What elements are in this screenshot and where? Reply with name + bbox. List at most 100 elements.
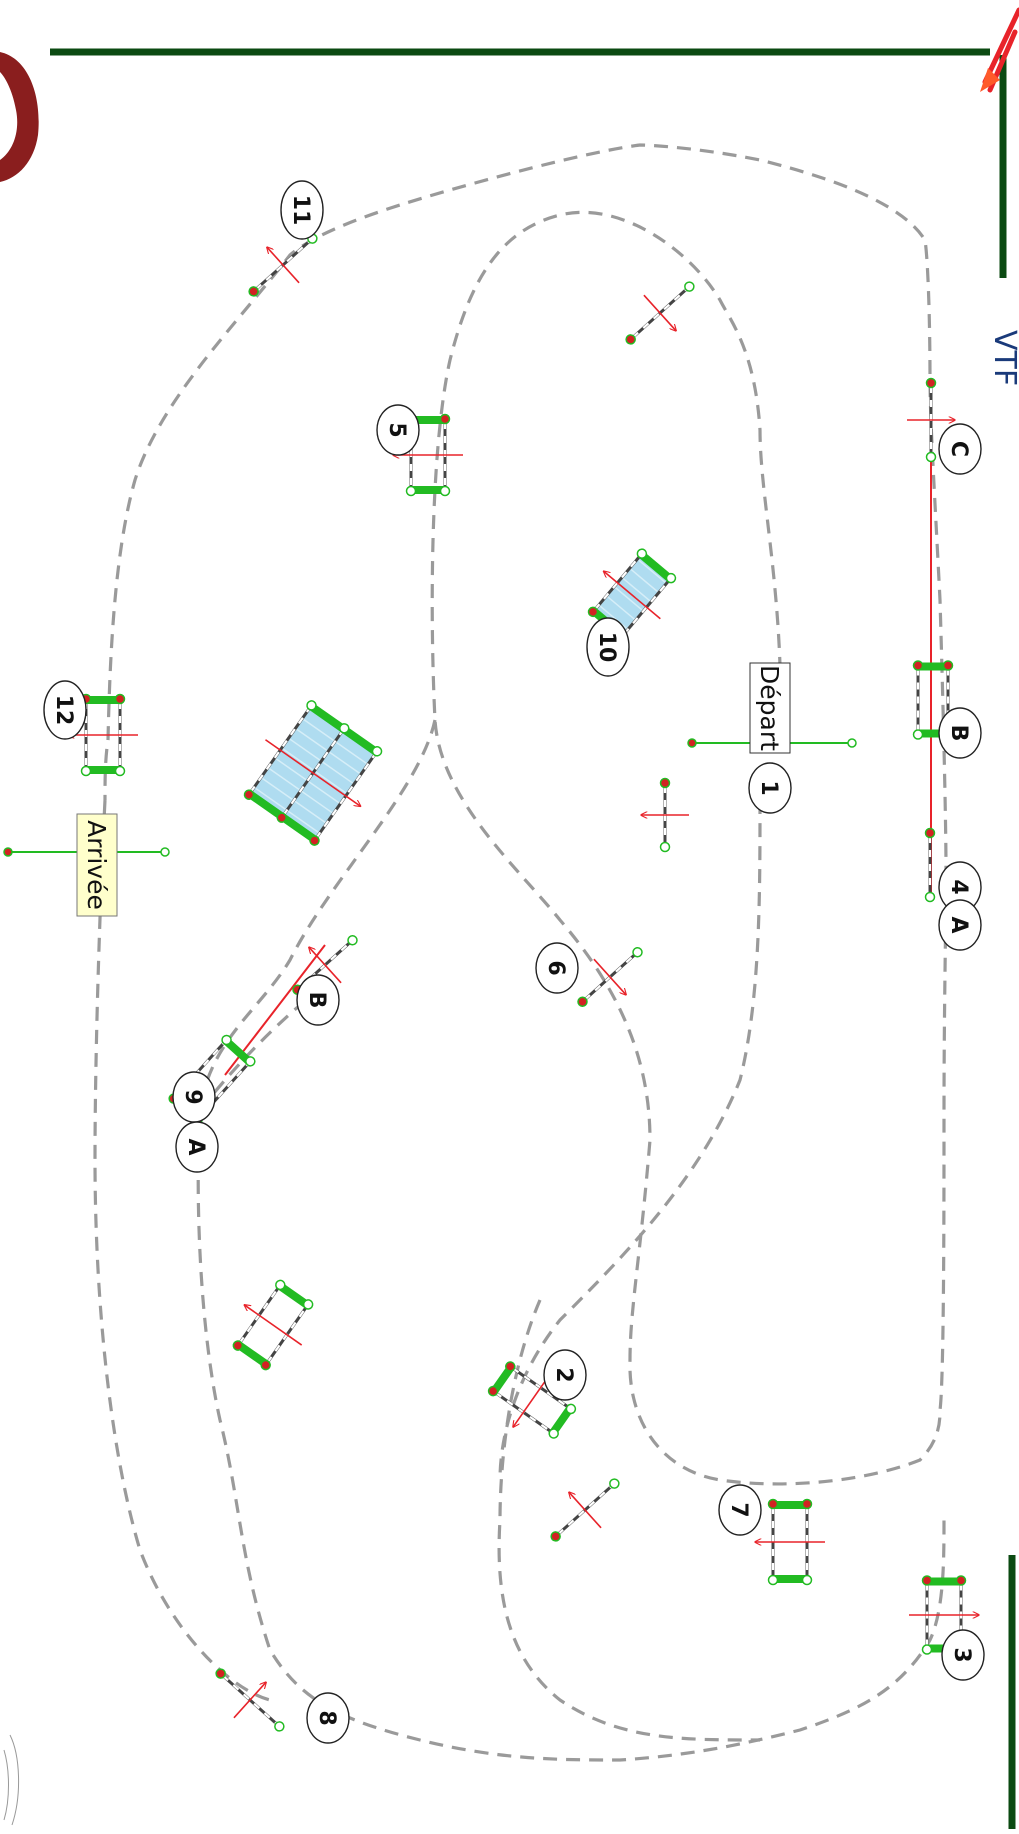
standard-post — [912, 729, 924, 740]
course-track — [93, 143, 948, 1762]
label-text: 8 — [314, 1710, 339, 1725]
direction-arrow — [569, 1492, 602, 1529]
pole-stripe — [315, 753, 377, 839]
label-2: 2 — [543, 1349, 587, 1401]
wing-standard — [924, 1577, 964, 1586]
standard-post — [632, 946, 643, 958]
standard-post — [767, 1498, 779, 1510]
direction-arrow — [265, 739, 360, 807]
standard-post — [801, 1498, 813, 1510]
obstacle-extra-oxer-bottom-left — [232, 1279, 314, 1371]
compass-arrowhead — [980, 68, 1000, 92]
label-10: 10 — [586, 617, 630, 677]
standard-post — [925, 451, 937, 463]
direction-arrow — [233, 1682, 266, 1719]
standard-post — [659, 841, 671, 853]
direction-arrow — [593, 958, 626, 995]
label-circle — [938, 423, 982, 475]
label-text: 6 — [543, 960, 568, 975]
standard-post — [439, 413, 451, 425]
standard-post — [243, 789, 255, 800]
pole-stripe — [249, 707, 311, 793]
direction-arrow — [267, 247, 300, 284]
pole-stripe — [255, 239, 311, 291]
label-text: A — [183, 1138, 208, 1155]
label-text: 1 — [756, 780, 781, 795]
standard-post — [665, 572, 677, 584]
label-text: 5 — [384, 422, 409, 437]
standard-post — [248, 286, 259, 297]
label-text: 12 — [51, 695, 76, 726]
standard-post — [260, 1359, 271, 1371]
label-circle — [938, 707, 982, 759]
standard-post — [276, 812, 287, 823]
pole-stripe — [557, 1484, 613, 1536]
signature-mark — [3, 1734, 19, 1826]
pole-stripe — [174, 1041, 226, 1098]
finish-label: Arrivée — [82, 820, 111, 910]
standard-post — [924, 827, 936, 839]
standard-post — [912, 660, 924, 671]
water-ripple — [613, 586, 644, 612]
standard-post — [371, 746, 383, 757]
standard-post — [309, 835, 320, 846]
standard-post — [625, 334, 636, 345]
standard-post — [587, 606, 599, 618]
standard-post — [609, 1478, 620, 1489]
water-ripple — [629, 567, 660, 594]
label-circle — [748, 762, 792, 814]
standard-post — [505, 1361, 516, 1372]
label-text: A — [946, 916, 971, 933]
standard-post — [405, 485, 417, 497]
label-B: B — [938, 707, 982, 759]
water-ripple — [606, 595, 637, 621]
wing-standard — [83, 766, 123, 774]
label-text: 7 — [726, 1502, 751, 1517]
standard-post — [550, 1531, 561, 1542]
label-7: 7 — [718, 1484, 762, 1536]
standard-post — [347, 934, 358, 946]
wing-standard — [408, 486, 448, 494]
label-circle — [941, 1629, 985, 1681]
label-6: 6 — [535, 942, 579, 994]
obstacle-6-vertical — [577, 946, 643, 1008]
label-text: B — [304, 992, 329, 1009]
label-circle — [43, 680, 87, 740]
label-text: 11 — [288, 195, 313, 226]
standard-post — [80, 765, 92, 777]
wing-standard — [770, 1575, 810, 1583]
pole-stripe — [632, 287, 688, 339]
label-circle — [535, 942, 579, 994]
standard-post — [565, 1403, 577, 1415]
water-ripple — [598, 604, 629, 631]
label-A: A — [175, 1121, 219, 1173]
label-3: 3 — [941, 1629, 985, 1681]
label-12: 12 — [43, 680, 87, 740]
label-text: 2 — [551, 1367, 576, 1382]
obstacle-extra-vertical-top — [625, 281, 695, 345]
pole-stripe — [198, 1062, 250, 1119]
standard-post — [767, 1574, 779, 1586]
label-circle — [175, 1121, 219, 1173]
wing-standard — [637, 550, 675, 584]
wing-standard — [245, 789, 320, 844]
label-circle — [296, 974, 340, 1026]
label-circle — [306, 1692, 350, 1744]
partial-title: VTF — [987, 330, 1019, 386]
standard-post — [548, 1428, 559, 1439]
water-ripple — [621, 576, 652, 603]
label-C: C — [938, 423, 982, 475]
obstacle-7-oxer — [755, 1498, 825, 1586]
standard-post — [636, 548, 648, 559]
obstacle-3-oxer — [909, 1575, 979, 1655]
label-circle — [718, 1484, 762, 1536]
obstacle-4c-vertical — [907, 377, 955, 463]
standard-post — [275, 1279, 286, 1291]
wing-standard — [83, 696, 123, 704]
obstacle-8-vertical — [215, 1668, 285, 1732]
wing-standard — [915, 662, 951, 671]
label-B: B — [296, 974, 340, 1026]
direction-arrow — [643, 294, 676, 331]
